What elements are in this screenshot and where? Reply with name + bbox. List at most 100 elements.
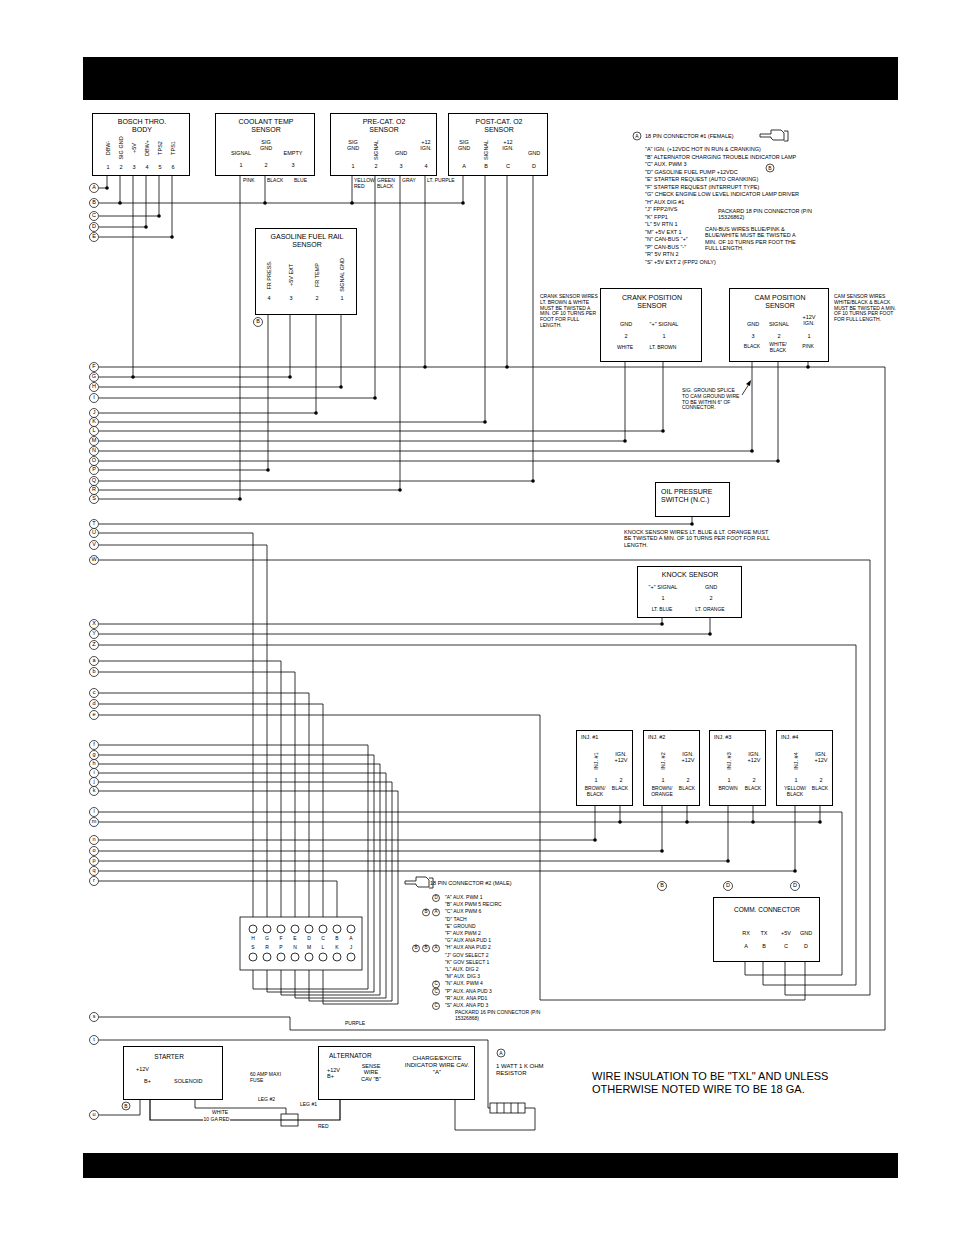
note-label: "N" AUX. PWM 4	[445, 981, 483, 987]
note-label: LT. ORANGE	[695, 607, 724, 613]
wire	[99, 422, 485, 423]
wire	[268, 315, 269, 470]
splice-dot	[157, 214, 161, 218]
callout-letter: F	[92, 364, 95, 370]
callout-letter: U	[92, 530, 96, 536]
splice-dot	[398, 488, 402, 492]
note-label: PACKARD 18 PIN CONNECTOR (P/N 15326862)	[718, 208, 813, 221]
callout-letter: B	[92, 200, 96, 206]
pin-label: SIG GND	[118, 136, 124, 159]
callout-letter: B	[424, 910, 427, 915]
note-label: WHITE	[617, 345, 633, 351]
pin-label: SIGNAL	[769, 321, 789, 327]
note-label: A	[349, 936, 352, 941]
wire	[820, 806, 821, 822]
pin-label: 2	[624, 333, 627, 339]
note-label: "A" IGN. (+12VDC HOT IN RUN & CRANKING)	[645, 146, 761, 152]
wire	[133, 176, 134, 377]
splice-dot	[118, 201, 122, 205]
pin-label: IGN. +12V	[745, 751, 763, 764]
callout-circle	[90, 769, 99, 778]
note-label: LT. BLUE	[652, 607, 673, 613]
callout-letter: n	[92, 837, 95, 843]
splice-dot	[660, 622, 664, 626]
pin-label: 1	[662, 333, 665, 339]
callout-circle	[90, 877, 99, 886]
splice-dot	[373, 396, 377, 400]
box-heading: INJ. #4	[781, 734, 798, 740]
splice-dot	[776, 459, 780, 463]
note-label: D	[307, 936, 311, 941]
component-box: COMM. CONNECTORRXTX+5VGNDABCD	[713, 897, 820, 962]
callout-circle	[90, 778, 99, 787]
note-label: PACKARD 16 PIN CONNECTOR (P/N 15326868)	[455, 1010, 555, 1022]
pin-label: +12 IGN.	[500, 139, 516, 152]
box-heading: INJ. #1	[581, 734, 598, 740]
callout-circle	[90, 409, 99, 418]
note-label: YELLOW/ BLACK	[784, 786, 806, 798]
pin-label: 3	[132, 164, 135, 170]
callout-letter: D	[434, 896, 437, 901]
note-label: "G" CHECK ENGINE LOW LEVEL INDICATOR LAM…	[645, 191, 799, 197]
callout-circle	[433, 895, 440, 902]
pin-label: +5V	[131, 143, 137, 153]
pin-label: 1	[794, 777, 797, 783]
wire	[620, 806, 621, 822]
splice-dot	[708, 632, 712, 636]
note-label: "J" GOV SELECT 2	[445, 953, 488, 959]
pin-label: C	[784, 943, 788, 949]
pin-label: CHARGE/EXCITE INDICATOR WIRE CAV. "A"	[404, 1055, 470, 1076]
callout-circle	[90, 556, 99, 565]
pin-label: 1	[807, 333, 810, 339]
pin-label: SIGNAL	[373, 140, 379, 160]
wire-group	[99, 176, 885, 1130]
callout-circle	[90, 760, 99, 769]
pin-label: INJ. #1	[593, 752, 599, 769]
pin-label: 3	[291, 162, 294, 168]
connector-pin	[249, 925, 257, 933]
component-box: CRANK POSITION SENSORGND"+" SIGNAL21	[600, 288, 702, 362]
pin-label: TPS1	[170, 141, 176, 155]
wire	[99, 377, 290, 378]
callout-circle	[90, 529, 99, 538]
callout-circle	[90, 199, 99, 208]
pin-label: TPS2	[157, 141, 163, 155]
callout-circle	[90, 711, 99, 720]
callout-letter: D	[92, 224, 96, 230]
note-label: BROWN	[717, 786, 739, 792]
box-heading: COMM. CONNECTOR	[734, 906, 800, 913]
pin-label: GND	[620, 321, 632, 327]
wire	[146, 176, 147, 227]
note-label: "B" ALTERNATOR CHARGING TROUBLE INDICATO…	[645, 154, 796, 160]
note-label: L	[322, 945, 325, 950]
callout-letter: E	[92, 234, 96, 240]
callout-letter: N	[92, 448, 96, 454]
callout-circle	[90, 620, 99, 629]
pin-label: SIGNAL GND	[339, 258, 345, 292]
pin-label: IGN. +12V	[679, 751, 697, 764]
callout-letter: t	[93, 1037, 95, 1043]
pin-label: A	[462, 163, 466, 169]
callout-circle	[90, 457, 99, 466]
wire	[533, 176, 534, 481]
wire	[99, 216, 159, 217]
box-heading: COOLANT TEMP SENSOR	[236, 118, 296, 134]
wire	[99, 661, 281, 925]
wire	[99, 851, 662, 852]
splice-dot	[350, 201, 354, 205]
note-label: "S" +5V EXT 2 (FPP2 ONLY)	[645, 259, 716, 265]
callout-letter: j	[93, 779, 94, 785]
power-wire	[150, 1100, 340, 1120]
pin-label: SOLENOID	[174, 1078, 202, 1084]
pin-label: 1	[727, 777, 730, 783]
callout-circle	[724, 882, 733, 891]
note-label: "K" GOV SELECT 1	[445, 960, 489, 966]
note-label: YELLOW RED	[354, 178, 372, 190]
callout-letter: u	[92, 1112, 95, 1118]
footer-bar	[83, 1153, 898, 1178]
note-label: 60 AMP MAXI FUSE	[250, 1072, 286, 1084]
note-label: M	[307, 945, 311, 950]
callout-circle	[433, 988, 440, 995]
